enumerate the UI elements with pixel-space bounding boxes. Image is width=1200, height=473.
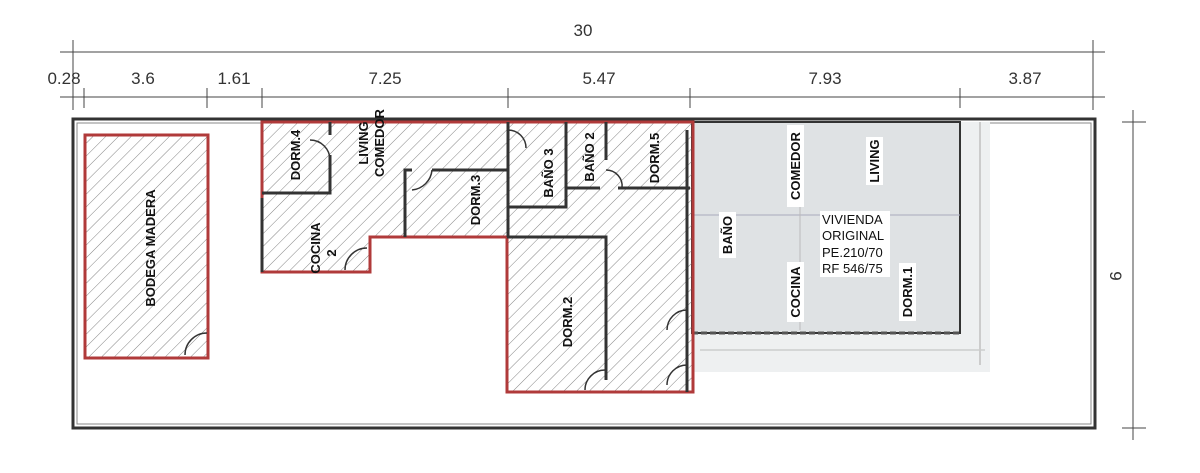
room-label-cocina-original: COCINA [788,266,803,318]
note-line: PE.210/70 [822,245,883,260]
room-label-comedor: COMEDOR [372,108,387,177]
dim-segment: 5.47 [582,69,615,88]
room-label-comedor-original: COMEDOR [788,131,803,200]
dimension-lines [60,40,1146,440]
dim-total-width: 30 [574,21,593,40]
room-label-living: LIVING [356,121,371,164]
room-labels: DORM.4 LIVING COMEDOR COCINA 2 DORM.3 BA… [288,108,662,347]
room-label-living-original: LIVING [867,139,882,182]
room-label-bano2: BAÑO 2 [582,132,597,181]
room-label-dorm5: DORM.5 [647,133,662,184]
dim-segment: 0.28 [47,69,80,88]
door-icons [309,129,688,391]
room-label-cocina-num: 2 [324,249,339,256]
original-labels: COMEDOR LIVING BAÑO COCINA DORM.1 VIVIEN… [719,125,916,322]
room-label-bano3: BAÑO 3 [541,148,556,197]
dim-segment: 7.93 [808,69,841,88]
dim-segment: 7.25 [368,69,401,88]
interior-walls [260,122,690,392]
note-line: VIVIENDA [822,212,883,227]
door-icon [184,332,208,356]
note-line: RF 546/75 [822,261,883,276]
room-label-bodega: BODEGA MADERA [143,189,158,307]
room-label-dorm3: DORM.3 [468,175,483,226]
note-line: ORIGINAL [822,228,884,243]
lot-outline [71,117,1097,430]
room-label-dorm1: DORM.1 [900,267,915,318]
dim-segment: 3.6 [131,69,155,88]
room-label-dorm4: DORM.4 [288,129,303,180]
dim-segment: 1.61 [217,69,250,88]
bodega-madera [83,133,210,360]
dim-segment: 3.87 [1008,69,1041,88]
room-label-bano-original: BAÑO [720,216,735,254]
room-label-dorm2: DORM.2 [560,297,575,348]
dim-depth: 9 [1106,271,1125,280]
room-label-cocina: COCINA [308,222,323,274]
